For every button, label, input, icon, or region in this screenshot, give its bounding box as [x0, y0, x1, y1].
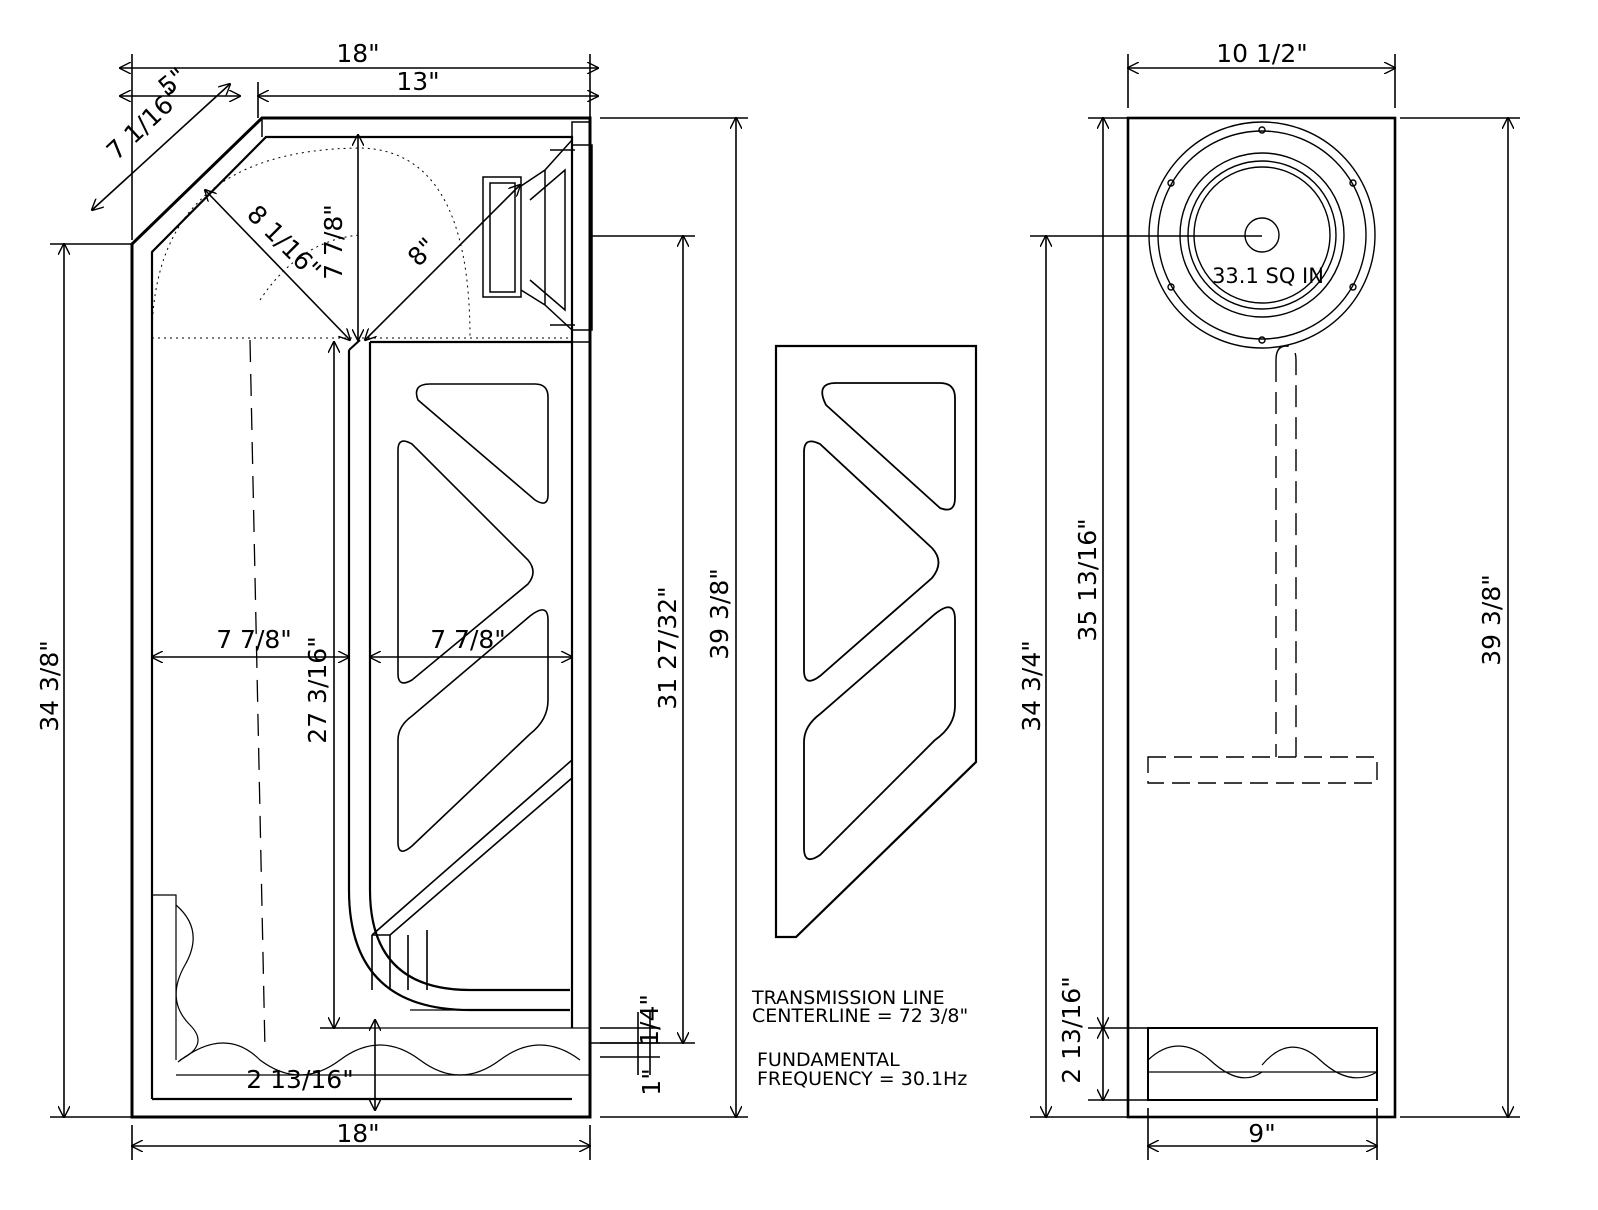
note-tl-line1: TRANSMISSION LINE — [751, 987, 945, 1009]
label-left-height: 34 3/8" — [35, 640, 64, 732]
label-radius-vertical: 7 7/8" — [319, 204, 348, 280]
notes: TRANSMISSION LINE CENTERLINE = 72 3/8" F… — [751, 987, 968, 1090]
label-gap-one: 1" — [637, 1068, 666, 1095]
label-chamber-left: 7 7/8" — [216, 625, 292, 654]
divider-panel — [347, 350, 570, 1012]
front-labels: 10 1/2" 33.1 SQ IN 34 3/4" 35 13/16" 2 1… — [1017, 39, 1506, 1148]
label-total-height: 39 3/8" — [705, 568, 734, 660]
label-front-width: 10 1/2" — [1216, 39, 1308, 68]
driver-side — [482, 139, 593, 331]
label-bottom-gap: 2 13/16" — [246, 1065, 353, 1094]
label-width-top: 18" — [336, 39, 379, 68]
front-view — [1126, 116, 1397, 1119]
label-front-total-height: 39 3/8" — [1477, 574, 1506, 666]
brace-outline — [774, 344, 978, 939]
note-tl-line2: CENTERLINE = 72 3/8" — [752, 1005, 968, 1027]
label-driver-area: 33.1 SQ IN — [1212, 264, 1324, 288]
front-dimensions — [1030, 54, 1520, 1160]
brace-cutout — [415, 383, 549, 504]
cabinet-outer — [130, 116, 592, 1119]
label-front-inner-height: 35 13/16" — [1073, 518, 1102, 641]
label-radius-right: 8" — [402, 232, 442, 272]
label-driver-to-bottom: 31 27/32" — [653, 586, 682, 709]
driver-front — [1148, 121, 1376, 349]
note-freq-line2: FREQUENCY = 30.1Hz — [757, 1068, 967, 1090]
label-top-run: 13" — [396, 67, 439, 96]
note-freq-line1: FUNDAMENTAL — [757, 1049, 900, 1071]
label-front-port-height: 2 13/16" — [1057, 976, 1086, 1083]
side-labels: 18" 13" 5" 7 1/16" 8 1/16" 7 7/8" 8" 34 … — [35, 39, 734, 1148]
port-opening — [1147, 1027, 1378, 1101]
label-width-bottom: 18" — [336, 1119, 379, 1148]
label-port-width: 9" — [1248, 1119, 1275, 1148]
cabinet-inner — [150, 135, 574, 1099]
label-front-left-height: 34 3/4" — [1017, 640, 1046, 732]
brace-panel — [774, 344, 978, 939]
label-gap-quarter: 1/4" — [635, 994, 664, 1046]
label-divider-height: 27 3/16" — [303, 636, 332, 743]
side-view — [130, 116, 593, 1119]
label-bevel-length: 7 1/16" — [101, 82, 188, 166]
label-chamber-right: 7 7/8" — [430, 625, 506, 654]
front-outline — [1126, 116, 1397, 1119]
side-dimensions — [50, 54, 748, 1160]
